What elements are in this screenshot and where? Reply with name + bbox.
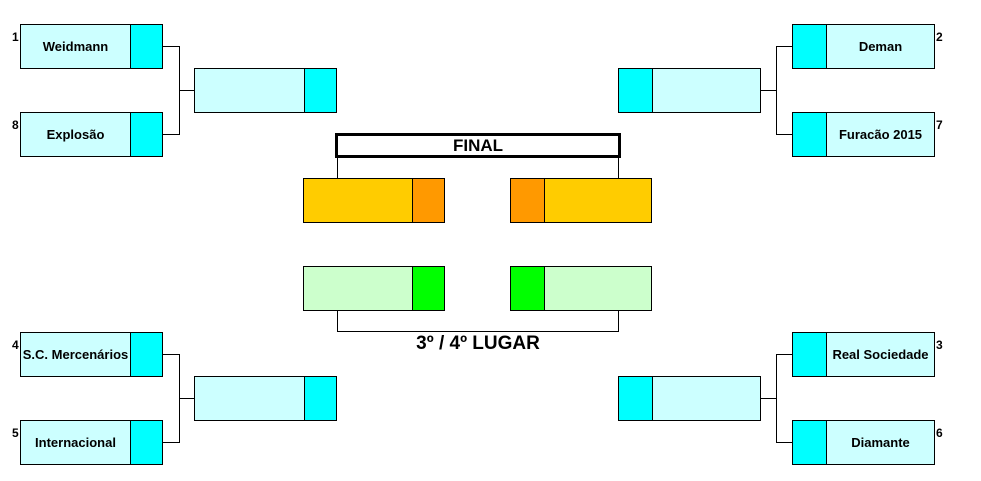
score-cell[interactable] <box>412 267 444 310</box>
bracket-line <box>618 158 619 178</box>
team-name: Explosão <box>46 127 105 142</box>
final-slot-left[interactable] <box>303 178 445 223</box>
bracket-line <box>776 442 792 443</box>
bracket-line <box>761 398 776 399</box>
team-slot-deman[interactable]: Deman <box>792 24 935 69</box>
team-name: Deman <box>858 39 903 54</box>
score-cell[interactable] <box>130 113 162 156</box>
team-slot-weidmann[interactable]: Weidmann <box>20 24 163 69</box>
team-slot-furacao-2015[interactable]: Furacão 2015 <box>792 112 935 157</box>
score-cell[interactable] <box>511 267 545 310</box>
seed-number: 5 <box>12 426 19 440</box>
team-slot-real-sociedade[interactable]: Real Sociedade <box>792 332 935 377</box>
seed-number: 1 <box>12 30 19 44</box>
bracket-line <box>337 311 338 332</box>
bracket-line <box>776 354 792 355</box>
score-cell[interactable] <box>793 113 827 156</box>
seed-number: 7 <box>936 118 943 132</box>
bracket-line <box>776 354 777 443</box>
seed-number: 3 <box>936 338 943 352</box>
semifinal-slot-left-bottom[interactable] <box>194 376 337 421</box>
bracket-line <box>761 90 776 91</box>
bracket-line <box>337 158 338 178</box>
bracket-line <box>618 311 619 332</box>
third-place-slot-left[interactable] <box>303 266 445 311</box>
bracket-line <box>179 398 194 399</box>
third-place-slot-right[interactable] <box>510 266 652 311</box>
team-name: S.C. Mercenários <box>22 347 129 362</box>
team-slot-sc-mercenarios[interactable]: S.C. Mercenários <box>20 332 163 377</box>
team-slot-explosao[interactable]: Explosão <box>20 112 163 157</box>
bracket-line <box>337 331 619 332</box>
bracket-line <box>163 134 179 135</box>
score-cell[interactable] <box>511 179 545 222</box>
team-name: Diamante <box>851 435 910 450</box>
bracket-line <box>776 134 792 135</box>
score-cell[interactable] <box>793 333 827 376</box>
final-slot-right[interactable] <box>510 178 652 223</box>
score-cell[interactable] <box>619 377 653 420</box>
semifinal-slot-right-top[interactable] <box>618 68 761 113</box>
third-place-title: 3º / 4º LUGAR <box>416 333 540 354</box>
semifinal-slot-right-bottom[interactable] <box>618 376 761 421</box>
team-slot-diamante[interactable]: Diamante <box>792 420 935 465</box>
bracket-line <box>776 46 777 135</box>
score-cell[interactable] <box>793 421 827 464</box>
score-cell[interactable] <box>130 421 162 464</box>
team-name: Weidmann <box>42 39 109 54</box>
team-name: Internacional <box>35 435 116 450</box>
score-cell[interactable] <box>412 179 444 222</box>
team-slot-internacional[interactable]: Internacional <box>20 420 163 465</box>
score-cell[interactable] <box>619 69 653 112</box>
score-cell[interactable] <box>130 25 162 68</box>
seed-number: 2 <box>936 30 943 44</box>
team-name: Furacão 2015 <box>838 127 923 142</box>
semifinal-slot-left-top[interactable] <box>194 68 337 113</box>
bracket-line <box>776 46 792 47</box>
score-cell[interactable] <box>793 25 827 68</box>
bracket-line <box>163 442 179 443</box>
score-cell[interactable] <box>304 377 336 420</box>
bracket-line <box>179 90 194 91</box>
seed-number: 8 <box>12 118 19 132</box>
score-cell[interactable] <box>130 333 162 376</box>
bracket-line <box>163 354 179 355</box>
seed-number: 6 <box>936 426 943 440</box>
team-name: Real Sociedade <box>832 347 929 362</box>
final-title: FINAL <box>335 133 621 158</box>
score-cell[interactable] <box>304 69 336 112</box>
seed-number: 4 <box>12 338 19 352</box>
bracket-line <box>163 46 179 47</box>
